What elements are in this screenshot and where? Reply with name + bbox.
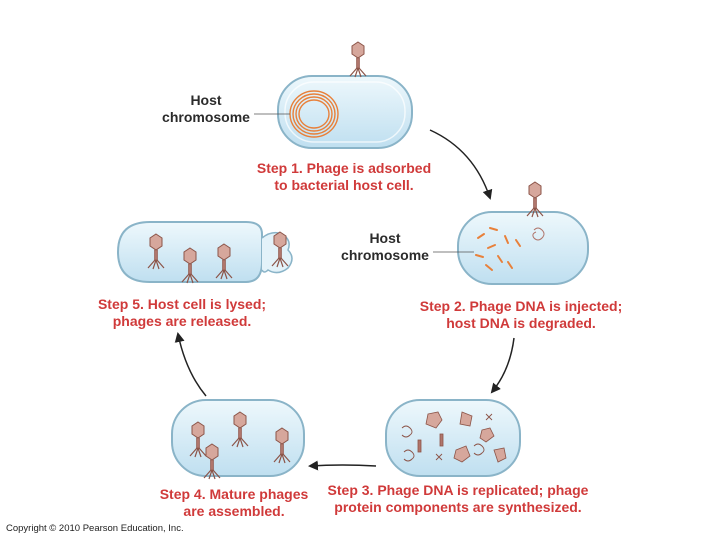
phage-components [417, 411, 507, 463]
step3-caption: Step 3. Phage DNA is replicated; phage p… [327, 482, 589, 515]
degraded-dna-fragments [475, 227, 521, 271]
copyright-notice: Copyright © 2010 Pearson Education, Inc. [6, 523, 184, 534]
cell-step2 [457, 181, 589, 285]
cell-step3 [385, 399, 521, 477]
step1-caption: Step 1. Phage is adsorbed to bacterial h… [256, 160, 432, 193]
cell-step1 [277, 41, 413, 149]
arrow-step1-to-step2 [429, 129, 493, 200]
cycle-arrows [174, 129, 515, 471]
arrow-step4-to-step5 [174, 332, 207, 397]
step4-caption: Step 4. Mature phages are assembled. [159, 486, 309, 519]
host-chromosome-label-right: Host chromosome [341, 230, 429, 263]
host-chromosome-label-top: Host chromosome [162, 92, 250, 125]
cell-step5 [116, 221, 293, 284]
step2-caption: Step 2. Phage DNA is injected; host DNA … [419, 298, 623, 331]
phage-dna-icon [532, 227, 545, 241]
cell-step4 [171, 399, 305, 480]
arrow-step2-to-step3 [490, 337, 515, 394]
phage-icon [349, 41, 367, 78]
replicated-dna [401, 413, 493, 462]
step5-caption: Step 5. Host cell is lysed; phages are r… [97, 296, 267, 329]
arrow-step3-to-step4 [308, 460, 377, 471]
